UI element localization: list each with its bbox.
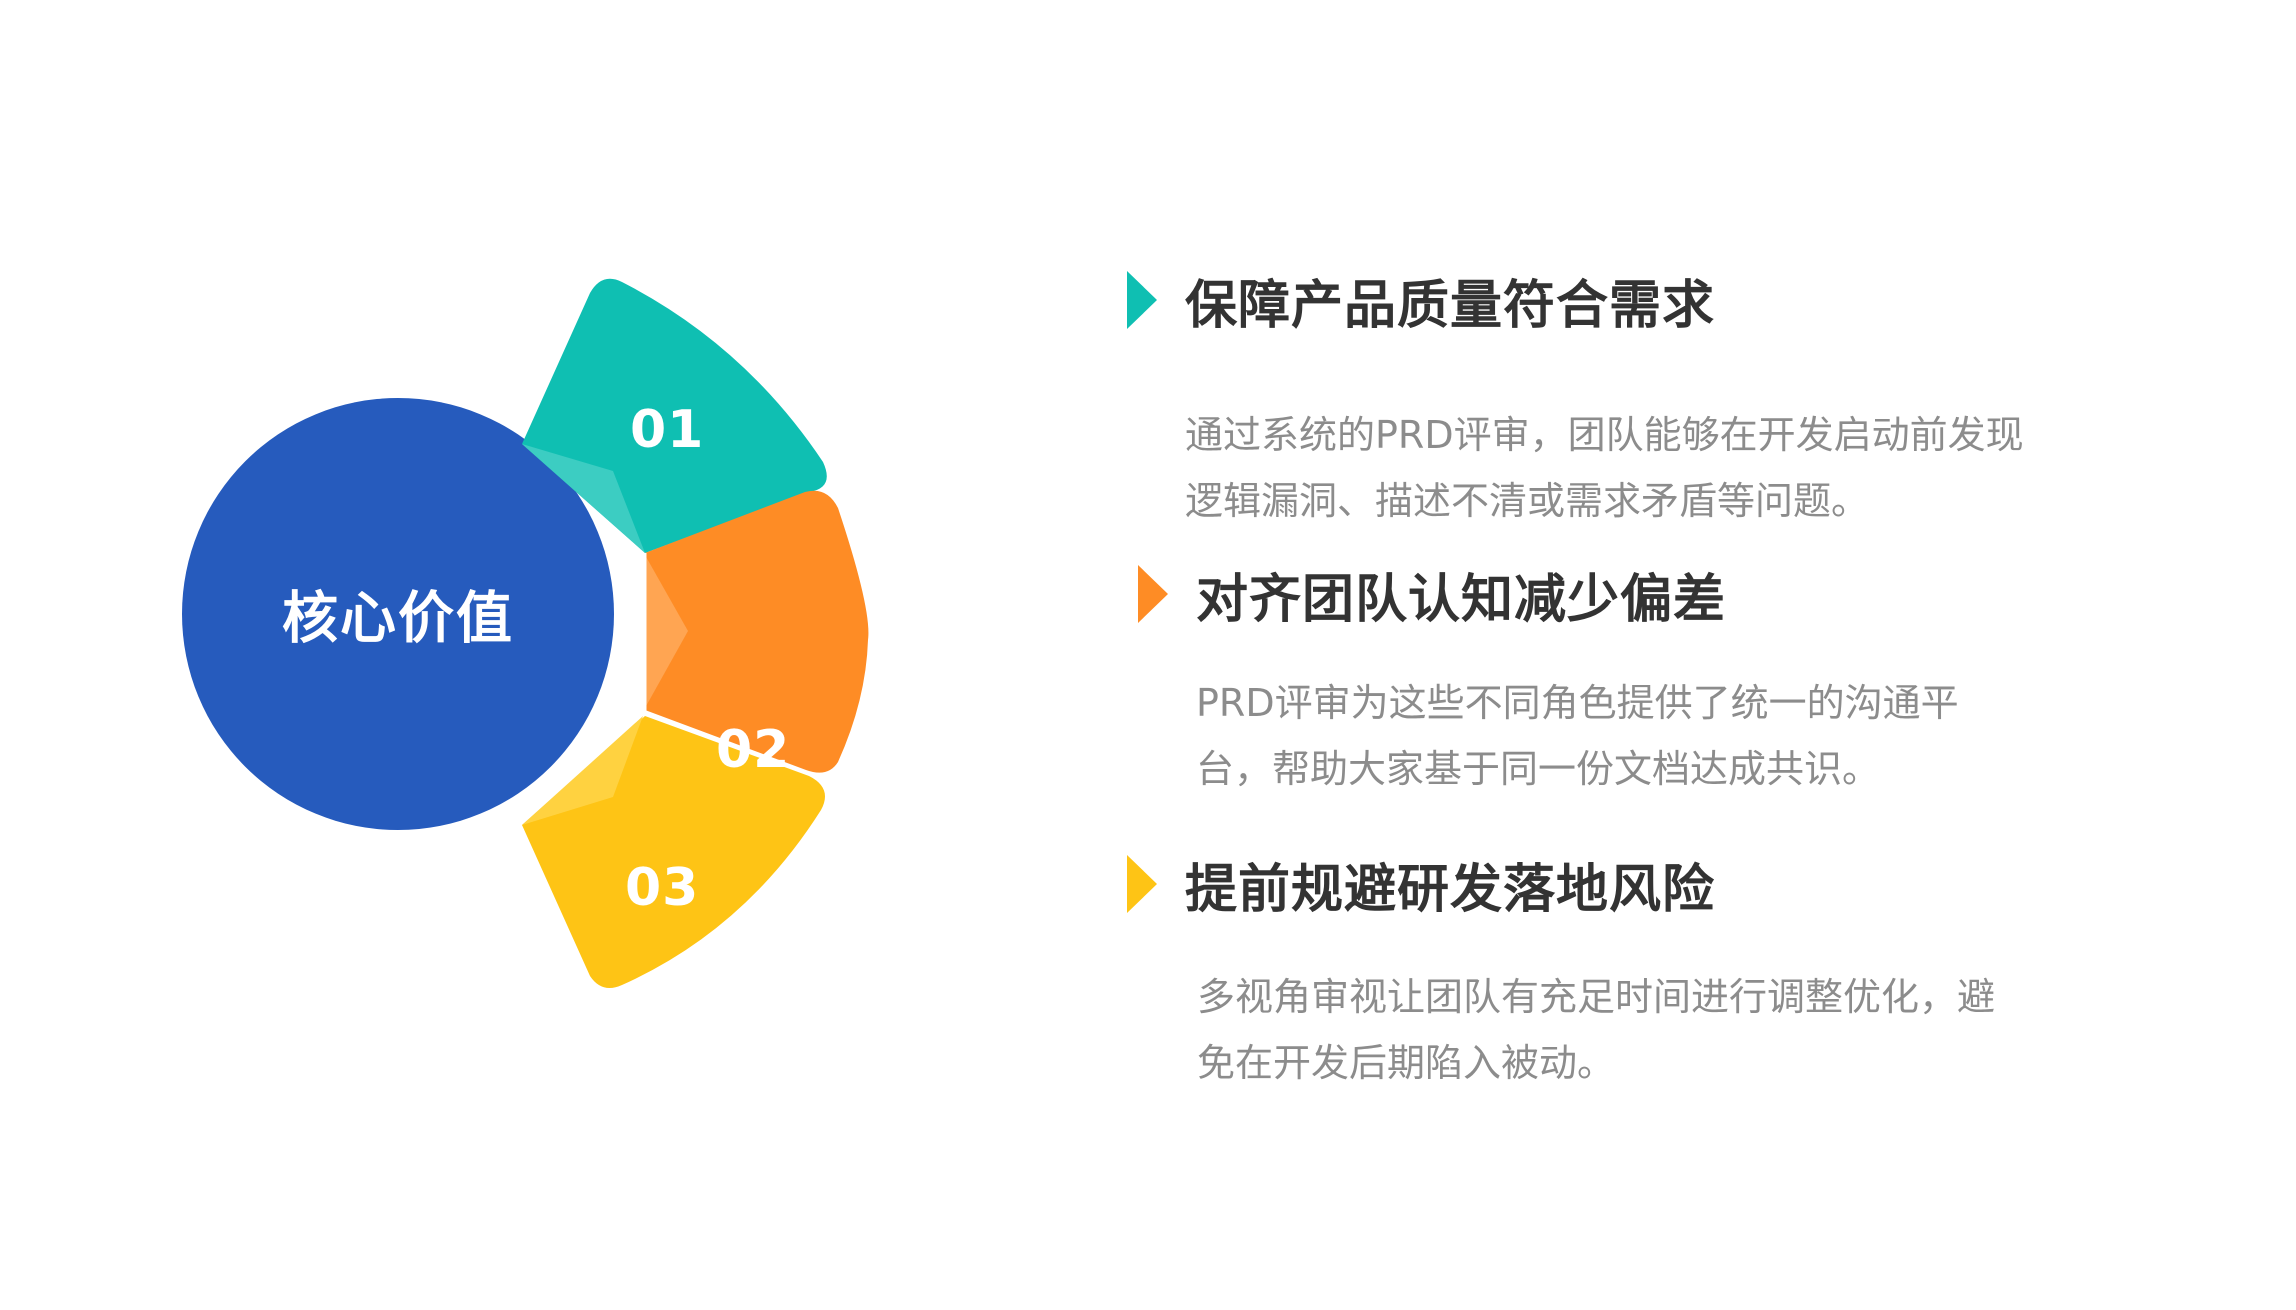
item-title: 保障产品质量符合需求 bbox=[1185, 275, 1716, 336]
petal-02-number: 02 bbox=[716, 720, 791, 780]
desc-line: PRD评审为这些不同角色提供了统一的沟通平 bbox=[1196, 681, 1959, 725]
center-label: 核心价值 bbox=[282, 586, 514, 652]
item-title: 对齐团队认知减少偏差 bbox=[1196, 569, 1727, 630]
center-circle bbox=[182, 398, 614, 830]
play-arrow-icon bbox=[1138, 565, 1168, 623]
petal-01-number: 01 bbox=[630, 400, 705, 460]
petal-01 bbox=[522, 278, 827, 553]
petal-02 bbox=[645, 490, 869, 773]
desc-line: 通过系统的PRD评审，团队能够在开发启动前发现 bbox=[1185, 413, 2024, 457]
value-item-1: 保障产品质量符合需求 通过系统的PRD评审，团队能够在开发启动前发现 逻辑漏洞、… bbox=[1127, 264, 2177, 534]
item-description: 通过系统的PRD评审，团队能够在开发启动前发现 逻辑漏洞、描述不清或需求矛盾等问… bbox=[1185, 402, 2177, 534]
petal-03 bbox=[522, 716, 825, 988]
item-title: 提前规避研发落地风险 bbox=[1185, 859, 1716, 920]
desc-line: 免在开发后期陷入被动。 bbox=[1197, 1041, 1616, 1085]
value-item-2: 对齐团队认知减少偏差 PRD评审为这些不同角色提供了统一的沟通平 台，帮助大家基… bbox=[1138, 558, 2188, 802]
play-arrow-icon bbox=[1127, 271, 1157, 329]
value-item-3: 提前规避研发落地风险 多视角审视让团队有充足时间进行调整优化，避 免在开发后期陷… bbox=[1127, 848, 2177, 1096]
play-arrow-icon bbox=[1127, 855, 1157, 913]
petal-03-number: 03 bbox=[625, 858, 700, 918]
item-description: 多视角审视让团队有充足时间进行调整优化，避 免在开发后期陷入被动。 bbox=[1197, 964, 2177, 1096]
item-description: PRD评审为这些不同角色提供了统一的沟通平 台，帮助大家基于同一份文档达成共识。 bbox=[1196, 670, 2188, 802]
desc-line: 台，帮助大家基于同一份文档达成共识。 bbox=[1196, 747, 1881, 791]
desc-line: 多视角审视让团队有充足时间进行调整优化，避 bbox=[1197, 975, 1996, 1019]
desc-line: 逻辑漏洞、描述不清或需求矛盾等问题。 bbox=[1185, 479, 1870, 523]
